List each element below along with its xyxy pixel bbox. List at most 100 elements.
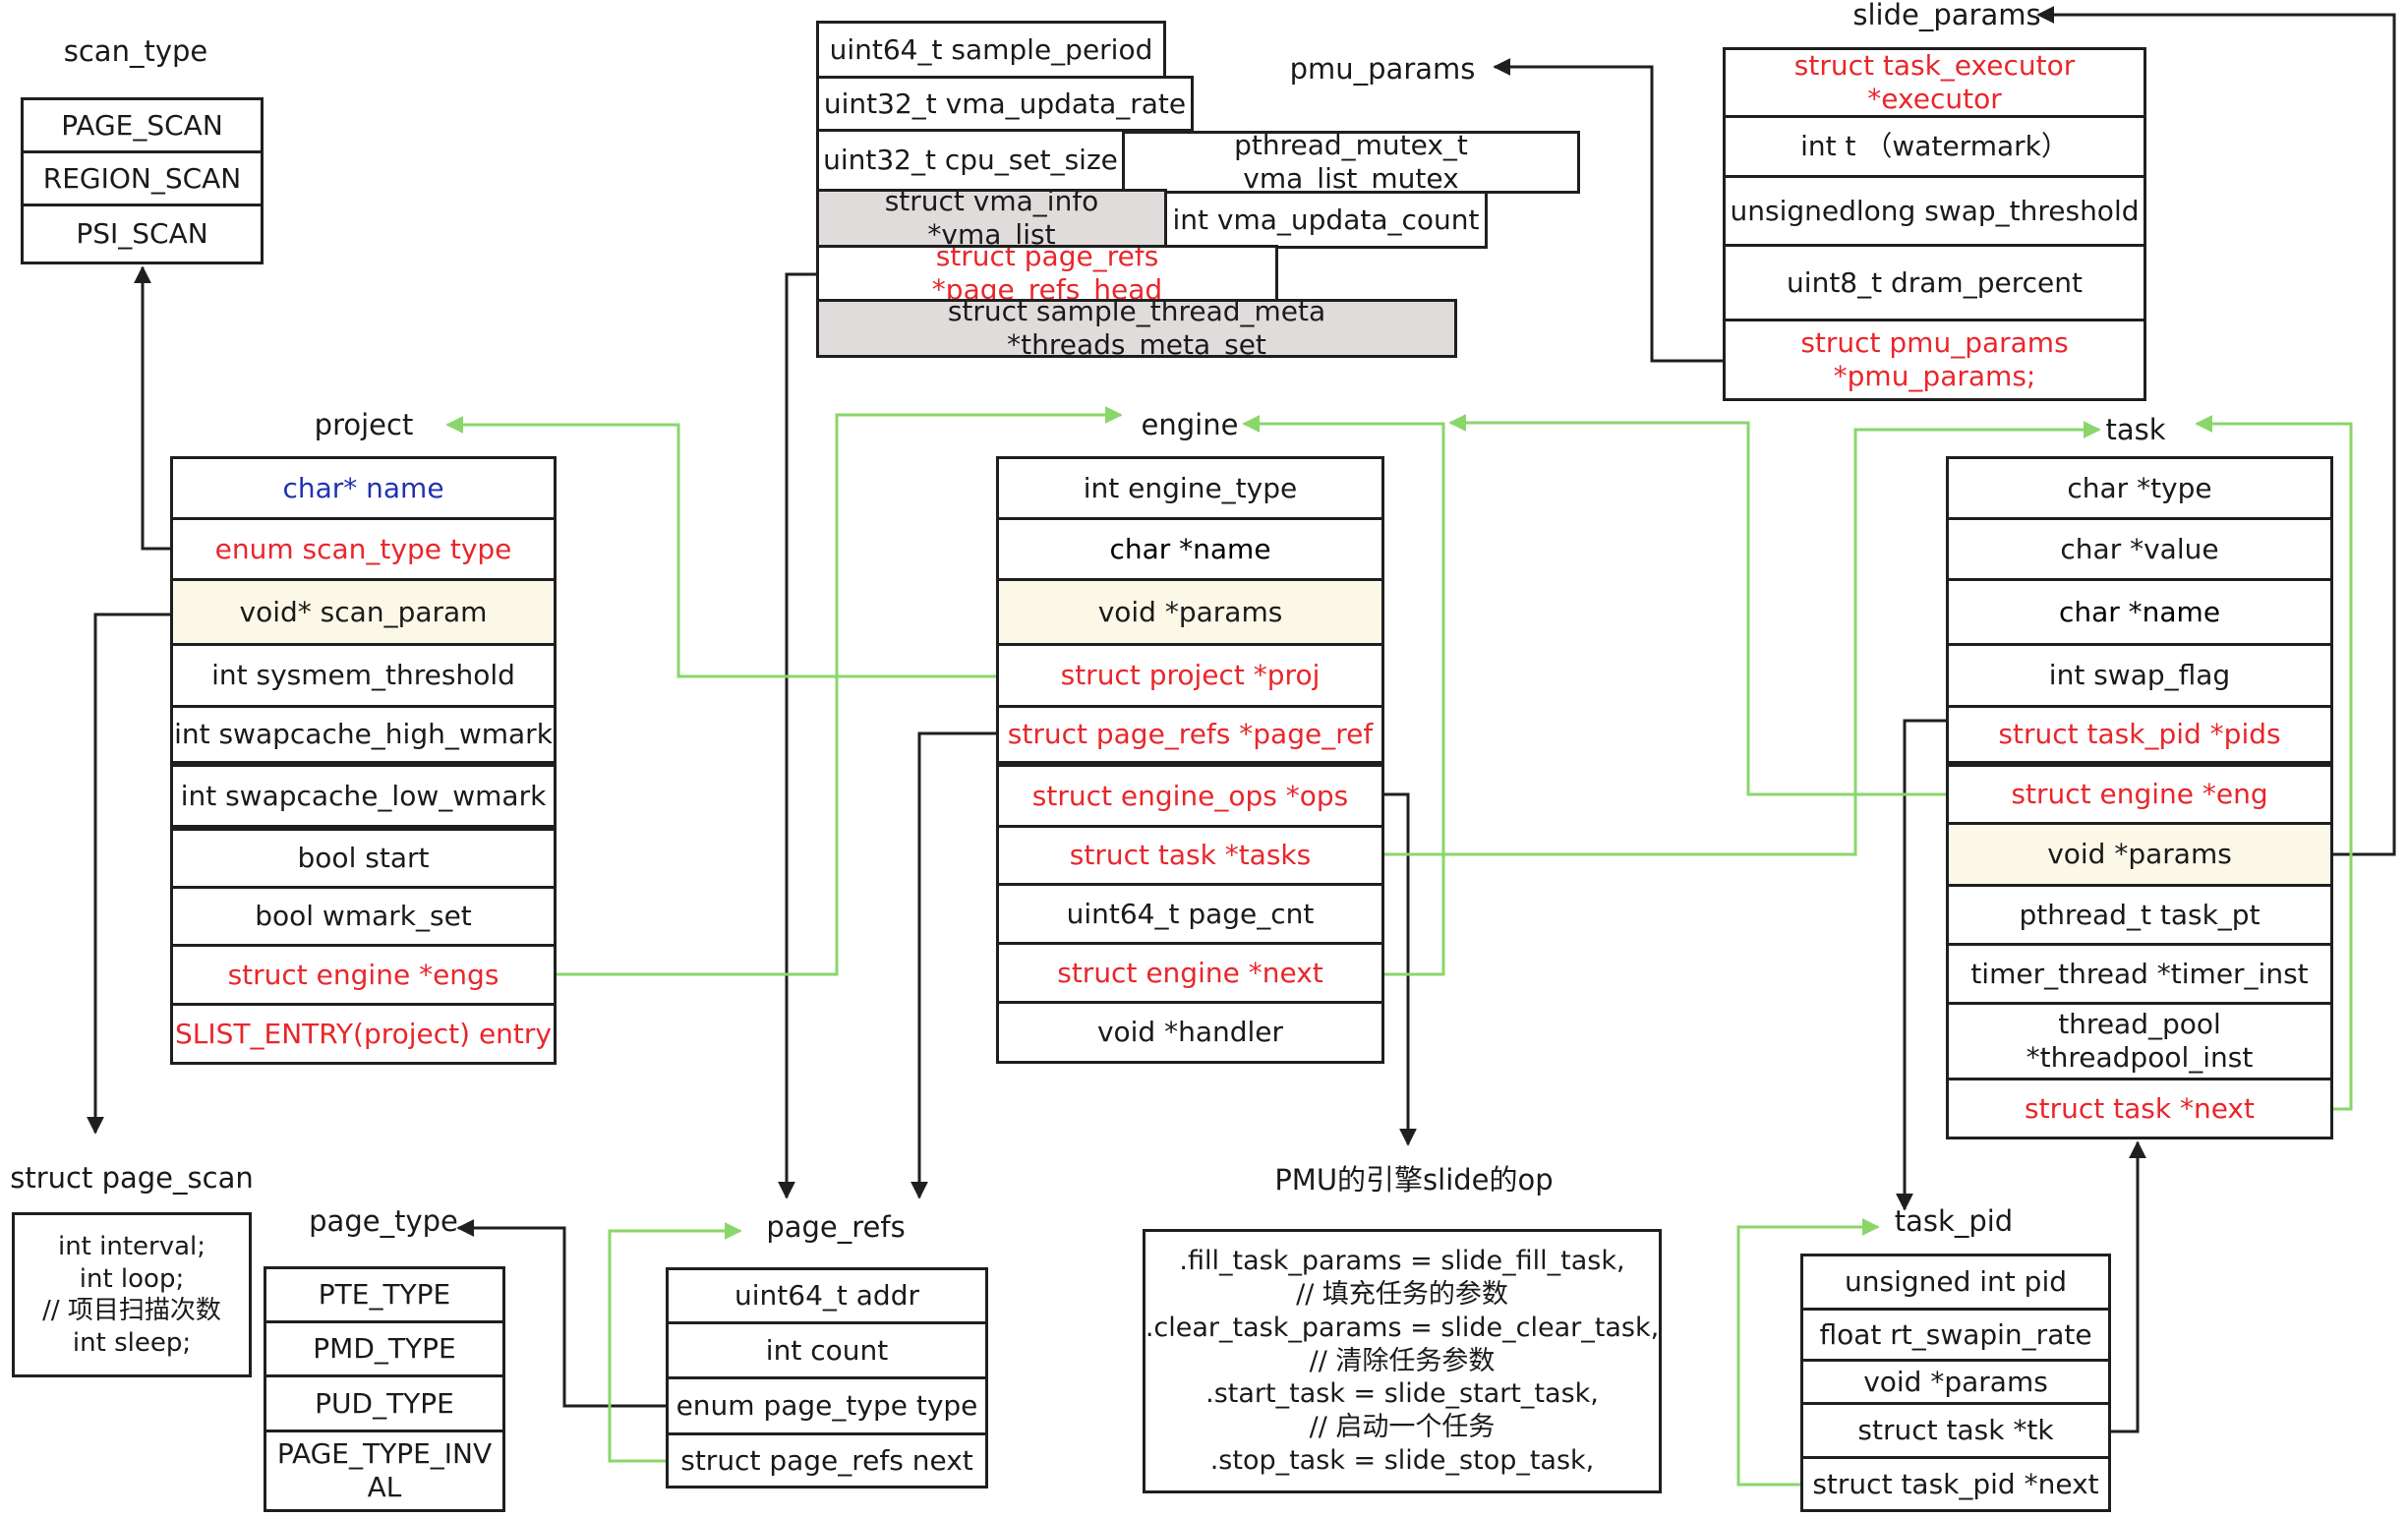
scan-type-field-2: PSI_SCAN [21,204,264,264]
connector-page-refs-head [778,272,816,1199]
task-field-params: void *params [1946,822,2333,887]
slide-field-swap-threshold: unsignedlong swap_threshold [1723,175,2146,247]
task-pid-field-params: void *params [1800,1359,2111,1405]
connector-engine-ops [1384,792,1417,1146]
task-field-name: char *name [1946,578,2333,646]
project-field-scan-param: void* scan_param [170,578,557,646]
slide-field-watermark: int t （watermark） [1723,115,2146,178]
task-field-swap-flag: int swap_flag [1946,643,2333,708]
task-pid-field-pid: unsigned int pid [1800,1254,2111,1311]
task-field-timer-inst: timer_thread *timer_inst [1946,943,2333,1005]
title-project: project [314,408,414,441]
project-field-sysmem-threshold: int sysmem_threshold [170,643,557,708]
struct-page-scan-box: int interval; int loop; // 项目扫描次数 int sl… [12,1212,252,1377]
project-field-name: char* name [170,456,557,520]
page-refs-field-addr: uint64_t addr [666,1267,988,1324]
task-field-type: char *type [1946,456,2333,520]
connector-engine-tasks [1384,421,2101,856]
task-field-task-pt: pthread_t task_pt [1946,884,2333,946]
engine-field-handler: void *handler [996,1001,1384,1064]
title-scan-type: scan_type [63,34,208,68]
engine-field-params: void *params [996,578,1384,646]
slide-op-line-6: .stop_task = slide_stop_task, [1209,1444,1595,1476]
pmu-field-threads-meta-set: struct sample_thread_meta *threads_meta_… [816,299,1457,358]
connector-task-next [2195,415,2353,1111]
engine-field-name: char *name [996,517,1384,581]
page-type-field-0: PTE_TYPE [264,1266,505,1323]
page-scan-line-1: int loop; [79,1263,185,1294]
connector-project-engs [557,406,1123,976]
page-scan-line-3: int sleep; [72,1327,192,1358]
connector-task-pids [1896,719,1946,1211]
project-field-swapcache-low: int swapcache_low_wmark [170,764,557,828]
engine-field-ops: struct engine_ops *ops [996,764,1384,828]
task-pid-field-rt-swapin-rate: float rt_swapin_rate [1800,1308,2111,1362]
page-type-field-1: PMD_TYPE [264,1320,505,1377]
slide-op-line-5: // 启动一个任务 [1309,1412,1496,1443]
project-field-entry: SLIST_ENTRY(project) entry [170,1003,557,1065]
task-field-eng: struct engine *eng [1946,764,2333,825]
page-scan-line-0: int interval; [57,1232,206,1261]
title-page-refs: page_refs [766,1210,906,1244]
page-refs-field-type: enum page_type type [666,1376,988,1435]
connector-page-ref [910,731,996,1199]
task-pid-field-next: struct task_pid *next [1800,1456,2111,1512]
project-field-engs: struct engine *engs [170,944,557,1006]
title-task: task [2105,413,2166,446]
engine-field-type: int engine_type [996,456,1384,520]
title-engine: engine [1141,408,1239,441]
scan-type-field-1: REGION_SCAN [21,150,264,206]
engine-field-page-ref: struct page_refs *page_ref [996,705,1384,764]
title-pmu-slide-op: PMU的引擎slide的op [1274,1163,1554,1197]
task-field-value: char *value [1946,517,2333,581]
connector-slide-params [2036,6,2396,856]
task-field-pids: struct task_pid *pids [1946,705,2333,764]
connector-page-refs-next [608,1222,742,1463]
title-page-scan: struct page_scan [10,1161,254,1195]
engine-field-tasks: struct task *tasks [996,825,1384,886]
task-field-next: struct task *next [1946,1078,2333,1139]
connector-page-type [456,1219,666,1408]
title-page-type: page_type [309,1204,458,1238]
slide-field-executor: struct task_executor *executor [1723,47,2146,118]
scan-type-field-0: PAGE_SCAN [21,97,264,153]
slide-op-line-0: .fill_task_params = slide_fill_task, [1179,1246,1625,1277]
project-field-swapcache-high: int swapcache_high_wmark [170,705,557,764]
engine-field-next: struct engine *next [996,942,1384,1004]
project-field-wmark-set: bool wmark_set [170,886,557,947]
pmu-field-vma-updata-count: int vma_updata_count [1164,191,1488,249]
pmu-field-page-refs-head: struct page_refs *page_refs_head [816,245,1278,302]
connector-scan-param [87,613,170,1135]
connector-pmu-params [1493,58,1723,363]
connector-task-tk [2111,1140,2146,1433]
task-pid-field-tk: struct task *tk [1800,1402,2111,1459]
pmu-slide-op-box: .fill_task_params = slide_fill_task, // … [1143,1229,1662,1493]
pmu-field-sample-period: uint64_t sample_period [816,21,1166,79]
page-type-field-2: PUD_TYPE [264,1374,505,1432]
title-pmu-params: pmu_params [1289,52,1476,86]
title-task-pid: task_pid [1894,1204,2014,1238]
connector-task-eng [1448,414,1946,796]
title-slide-params: slide_params [1852,0,2041,31]
pmu-field-vma-updata-rate: uint32_t vma_updata_rate [816,76,1194,132]
connector-engine-next [1242,415,1445,976]
page-type-field-3: PAGE_TYPE_INV AL [264,1430,505,1512]
task-field-threadpool-inst: thread_pool *threadpool_inst [1946,1002,2333,1080]
slide-op-line-4: .start_task = slide_start_task, [1205,1378,1599,1410]
slide-op-line-3: // 清除任务参数 [1309,1345,1496,1376]
slide-op-line-1: // 填充任务的参数 [1296,1279,1508,1311]
engine-field-proj: struct project *proj [996,643,1384,708]
page-scan-line-2: // 项目扫描次数 [42,1296,221,1325]
slide-field-pmu-params: struct pmu_params *pmu_params; [1723,319,2146,401]
project-field-start: bool start [170,828,557,889]
page-refs-field-count: int count [666,1321,988,1379]
connector-task-pid-next [1736,1218,1880,1487]
engine-field-page-cnt: uint64_t page_cnt [996,883,1384,945]
slide-op-line-2: .clear_task_params = slide_clear_task, [1145,1312,1660,1343]
pmu-field-vma-list-mutex: pthread_mutex_t vma_list_mutex [1122,131,1580,194]
slide-field-dram-percent: uint8_t dram_percent [1723,244,2146,321]
pmu-field-vma-list: struct vma_info *vma_list [816,189,1167,248]
project-field-scan-type: enum scan_type type [170,517,557,581]
